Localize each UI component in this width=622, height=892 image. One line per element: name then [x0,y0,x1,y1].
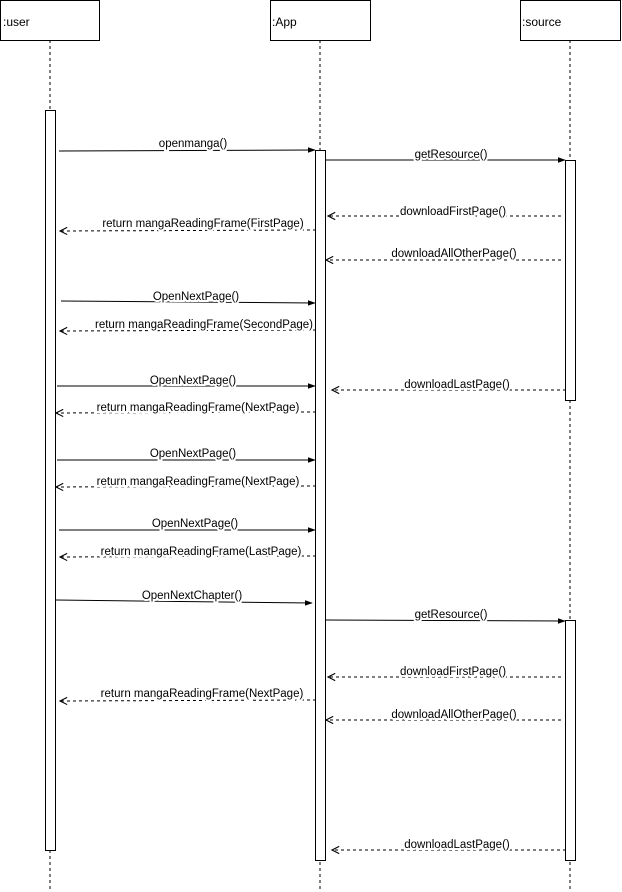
activation-bar-source-2 [565,620,576,861]
message-label: downloadAllOtherPage() [391,709,516,721]
message-label: OpenNextPage() [152,518,238,530]
message-get-resource-2[interactable]: getResource() [325,607,566,624]
message-label: getResource() [415,149,488,161]
message-open-next-page-2[interactable]: OpenNextPage() [57,373,316,389]
message-label: return mangaReadingFrame(SecondPage) [95,319,313,331]
message-arrow [60,556,317,557]
message-label: downloadFirstPage() [400,206,506,218]
message-return-next-page-3[interactable]: return mangaReadingFrame(NextPage) [60,686,317,701]
message-label: downloadLastPage() [404,379,510,391]
message-label: OpenNextPage() [153,291,239,303]
message-open-next-page-1[interactable]: OpenNextPage() [60,289,316,306]
message-label: downloadFirstPage() [400,666,506,678]
message-label: return mangaReadingFrame(NextPage) [97,402,300,414]
message-label: return mangaReadingFrame(LastPage) [101,546,302,558]
message-download-last-page-2[interactable]: downloadLastPage() [332,837,566,851]
message-label: OpenNextPage() [150,448,236,460]
message-label: return mangaReadingFrame(NextPage) [97,476,300,488]
participant-user[interactable]: :user [0,0,100,41]
message-arrow [325,618,566,624]
message-return-second-page[interactable]: return mangaReadingFrame(SecondPage) [60,317,317,331]
activation-bar-app [315,150,326,861]
message-label: OpenNextChapter() [142,590,243,602]
message-label: getResource() [415,609,488,621]
participant-source[interactable]: :source [520,0,621,41]
message-arrow [55,599,313,606]
message-label: downloadLastPage() [404,839,510,851]
message-label: openmanga() [159,138,228,150]
message-return-next-page-2[interactable]: return mangaReadingFrame(NextPage) [56,474,317,488]
message-return-next-page-1[interactable]: return mangaReadingFrame(NextPage) [56,400,317,414]
message-arrow [60,330,317,331]
message-download-first-page-1[interactable]: downloadFirstPage() [328,204,561,218]
message-download-all-other-page-1[interactable]: downloadAllOtherPage() [326,246,561,260]
message-label: OpenNextPage() [150,375,236,387]
message-open-next-chapter[interactable]: OpenNextChapter() [55,588,313,606]
message-label: return mangaReadingFrame(NextPage) [101,688,304,700]
message-openmanga[interactable]: openmanga() [58,136,316,153]
message-return-last-page[interactable]: return mangaReadingFrame(LastPage) [60,544,317,558]
message-open-next-page-4[interactable]: OpenNextPage() [59,516,316,533]
participant-user-label: :user [3,15,30,29]
message-get-resource-1[interactable]: getResource() [326,147,566,163]
message-arrow [60,700,317,701]
message-download-all-other-page-2[interactable]: downloadAllOtherPage() [326,707,561,721]
message-arrow [56,412,317,413]
participant-app-label: :App [272,15,297,29]
message-arrow [60,230,317,231]
message-return-first-page[interactable]: return mangaReadingFrame(FirstPage) [60,216,317,231]
message-label: return mangaReadingFrame(FirstPage) [102,218,304,230]
participant-source-label: :source [522,15,562,29]
message-label: downloadAllOtherPage() [391,248,516,260]
message-arrow [58,147,316,153]
message-arrow [56,486,317,487]
message-download-last-page-1[interactable]: downloadLastPage() [332,377,566,391]
message-arrow [60,300,316,306]
message-open-next-page-3[interactable]: OpenNextPage() [57,446,316,463]
activation-bar-source-1 [565,160,576,401]
participant-app[interactable]: :App [270,0,371,41]
activation-bar-user [45,110,56,851]
message-download-first-page-2[interactable]: downloadFirstPage() [328,664,561,678]
